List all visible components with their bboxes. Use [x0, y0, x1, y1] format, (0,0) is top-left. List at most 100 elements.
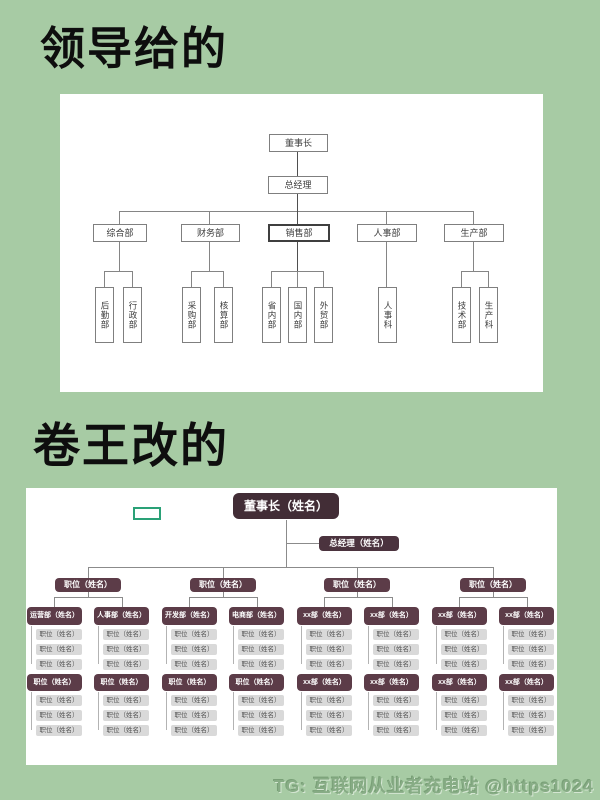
- org2-node-post: 职位（姓名）: [441, 659, 487, 670]
- org2-node-post: 职位（姓名）: [36, 659, 82, 670]
- org1-node-general-manager: 总经理: [268, 176, 328, 194]
- connector-line: [233, 692, 234, 730]
- org2-node-dept: xx部（姓名）: [499, 674, 554, 691]
- org1-node-subdept: 后勤部: [95, 287, 114, 343]
- connector-line: [461, 271, 489, 272]
- connector-line: [324, 597, 325, 607]
- connector-line: [297, 152, 298, 176]
- connector-line: [297, 211, 298, 224]
- connector-line: [297, 193, 298, 211]
- connector-line: [122, 597, 123, 607]
- connector-line: [233, 626, 234, 664]
- connector-line: [119, 211, 120, 224]
- org2-column: xx部（姓名） 职位（姓名） 职位（姓名） 职位（姓名） xx部（姓名） 职位（…: [364, 607, 419, 740]
- connector-line: [357, 592, 358, 597]
- connector-line: [324, 597, 392, 598]
- org2-node-post: 职位（姓名）: [238, 644, 284, 655]
- org2-node-post: 职位（姓名）: [238, 710, 284, 721]
- org2-node-dept: xx部（姓名）: [364, 674, 419, 691]
- org2-node-post: 职位（姓名）: [171, 644, 217, 655]
- org2-node-post: 职位（姓名）: [373, 710, 419, 721]
- org2-column: 人事部（姓名） 职位（姓名） 职位（姓名） 职位（姓名） 职位（姓名） 职位（姓…: [94, 607, 149, 740]
- org2-node-post: 职位（姓名）: [441, 725, 487, 736]
- org2-position-stack: 职位（姓名） 职位（姓名） 职位（姓名）: [162, 626, 217, 670]
- connector-line: [436, 626, 437, 664]
- org2-node-post: 职位（姓名）: [36, 629, 82, 640]
- connector-line: [386, 242, 387, 287]
- connector-line: [503, 626, 504, 664]
- org2-column: xx部（姓名） 职位（姓名） 职位（姓名） 职位（姓名） xx部（姓名） 职位（…: [499, 607, 554, 740]
- org2-node-post: 职位（姓名）: [171, 695, 217, 706]
- org2-node-post: 职位（姓名）: [373, 725, 419, 736]
- connector-line: [488, 271, 489, 287]
- org2-column: 开发部（姓名） 职位（姓名） 职位（姓名） 职位（姓名） 职位（姓名） 职位（姓…: [162, 607, 217, 740]
- connector-line: [257, 597, 258, 607]
- connector-line: [88, 567, 89, 578]
- org2-position-stack: 职位（姓名） 职位（姓名） 职位（姓名）: [27, 626, 82, 670]
- connector-line: [223, 271, 224, 287]
- connector-line: [88, 567, 493, 568]
- connector-line: [301, 692, 302, 730]
- org1-node-dept: 财务部: [181, 224, 240, 242]
- org2-node-position: 职位（姓名）: [190, 578, 256, 592]
- org2-node-dept: xx部（姓名）: [364, 607, 419, 625]
- connector-line: [493, 567, 494, 578]
- org2-node-dept: xx部（姓名）: [432, 607, 487, 625]
- connector-line: [104, 271, 105, 287]
- org2-node-post: 职位（姓名）: [508, 710, 554, 721]
- connector-line: [436, 692, 437, 730]
- connector-line: [132, 271, 133, 287]
- org2-node-post: 职位（姓名）: [306, 644, 352, 655]
- org1-node-subdept: 采购部: [182, 287, 201, 343]
- org2-node-post: 职位（姓名）: [441, 710, 487, 721]
- connector-line: [31, 626, 32, 664]
- connector-line: [88, 592, 89, 597]
- connector-line: [191, 271, 224, 272]
- section1-title: 领导给的: [40, 23, 229, 74]
- org1-node-subdept: 行政部: [123, 287, 142, 343]
- org2-position-stack: 职位（姓名） 职位（姓名） 职位（姓名）: [364, 626, 419, 670]
- org2-node-post: 职位（姓名）: [238, 659, 284, 670]
- org2-node-position: 职位（姓名）: [55, 578, 121, 592]
- connector-line: [223, 592, 224, 597]
- org2-column: 运营部（姓名） 职位（姓名） 职位（姓名） 职位（姓名） 职位（姓名） 职位（姓…: [27, 607, 82, 740]
- connector-line: [493, 592, 494, 597]
- org1-node-subdept: 技术部: [452, 287, 471, 343]
- org2-node-post: 职位（姓名）: [373, 659, 419, 670]
- section2-title: 卷王改的: [33, 419, 229, 472]
- org2-column: xx部（姓名） 职位（姓名） 职位（姓名） 职位（姓名） xx部（姓名） 职位（…: [432, 607, 487, 740]
- org2-position-stack: 职位（姓名） 职位（姓名） 职位（姓名）: [229, 692, 284, 736]
- connector-line: [271, 271, 272, 287]
- org2-node-dept: 电商部（姓名）: [229, 607, 284, 625]
- connector-line: [54, 597, 55, 607]
- connector-line: [119, 211, 474, 212]
- connector-line: [223, 567, 224, 578]
- connector-line: [286, 543, 319, 544]
- org2-node-dept: xx部（姓名）: [432, 674, 487, 691]
- org2-node-post: 职位（姓名）: [508, 695, 554, 706]
- connector-line: [527, 597, 528, 607]
- org2-position-stack: 职位（姓名） 职位（姓名） 职位（姓名）: [27, 692, 82, 736]
- org2-node-post: 职位（姓名）: [171, 710, 217, 721]
- org2-node-dept: xx部（姓名）: [499, 607, 554, 625]
- org2-node-post: 职位（姓名）: [171, 725, 217, 736]
- org1-node-subdept: 生产科: [479, 287, 498, 343]
- connector-line: [368, 626, 369, 664]
- org2-node-post: 职位（姓名）: [171, 629, 217, 640]
- org2-node-post: 职位（姓名）: [36, 725, 82, 736]
- org2-node-post: 职位（姓名）: [171, 659, 217, 670]
- org2-node-post: 职位（姓名）: [306, 629, 352, 640]
- org1-node-subdept: 核算部: [214, 287, 233, 343]
- org2-node-dept: 职位（姓名）: [162, 674, 217, 691]
- org2-position-stack: 职位（姓名） 职位（姓名） 职位（姓名）: [94, 626, 149, 670]
- org2-node-post: 职位（姓名）: [306, 725, 352, 736]
- org2-node-post: 职位（姓名）: [36, 695, 82, 706]
- connector-line: [191, 271, 192, 287]
- org2-node-dept: 开发部（姓名）: [162, 607, 217, 625]
- connector-line: [98, 626, 99, 664]
- org2-position-stack: 职位（姓名） 职位（姓名） 职位（姓名）: [499, 626, 554, 670]
- org2-node-post: 职位（姓名）: [441, 644, 487, 655]
- org2-node-post: 职位（姓名）: [238, 629, 284, 640]
- org2-node-general-manager: 总经理（姓名）: [319, 536, 399, 551]
- connector-line: [209, 242, 210, 271]
